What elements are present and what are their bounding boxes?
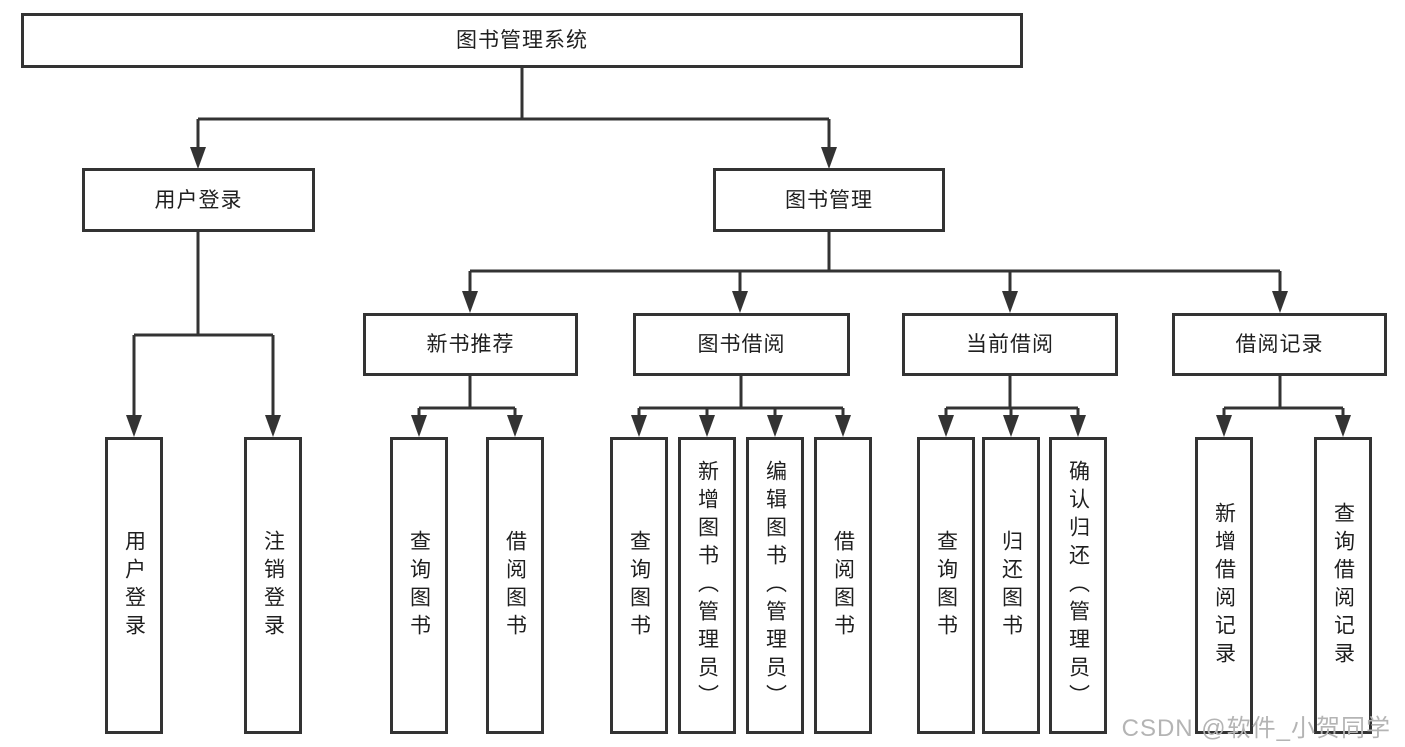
- node-borrowing-records-label: 借阅记录: [1235, 333, 1324, 356]
- leaf-current-query-books-label: 查询图书: [934, 529, 958, 642]
- node-new-book-recommend-label: 新书推荐: [426, 333, 515, 356]
- connector-current-borrowing-to-leaves: [938, 376, 1086, 437]
- leaf-records-add-record: 新增借阅记录: [1195, 437, 1253, 734]
- leaf-current-return-books-label: 归还图书: [999, 529, 1023, 642]
- leaf-borrowing-add-book-admin: 新增图书（管理员）: [678, 437, 736, 734]
- connector-book-management-to-level3: [462, 232, 1288, 313]
- leaf-records-query-record: 查询借阅记录: [1314, 437, 1372, 734]
- leaf-recommend-query-books-label: 查询图书: [407, 529, 431, 642]
- node-root: 图书管理系统: [21, 13, 1023, 68]
- leaf-current-return-books: 归还图书: [982, 437, 1040, 734]
- connector-borrowing-records-to-leaves: [1216, 376, 1351, 437]
- leaf-current-confirm-return-admin-label: 确认归还（管理员）: [1066, 459, 1090, 712]
- leaf-current-query-books: 查询图书: [917, 437, 975, 734]
- leaf-user-login-label: 用户登录: [122, 529, 146, 642]
- connector-book-borrowing-to-leaves: [631, 376, 851, 437]
- leaf-borrowing-borrow-books-label: 借阅图书: [831, 529, 855, 642]
- node-book-management: 图书管理: [713, 168, 945, 232]
- leaf-borrowing-query-books: 查询图书: [610, 437, 668, 734]
- node-book-borrowing-label: 图书借阅: [697, 333, 786, 356]
- leaf-recommend-borrow-books-label: 借阅图书: [503, 529, 527, 642]
- leaf-borrowing-edit-book-admin: 编辑图书（管理员）: [746, 437, 804, 734]
- connector-user-login-to-leaves: [126, 232, 281, 437]
- leaf-logout: 注销登录: [244, 437, 302, 734]
- node-user-login-label: 用户登录: [154, 188, 243, 212]
- node-borrowing-records: 借阅记录: [1172, 313, 1387, 376]
- leaf-borrowing-add-book-admin-label: 新增图书（管理员）: [695, 459, 719, 712]
- leaf-records-query-record-label: 查询借阅记录: [1331, 501, 1355, 670]
- leaf-records-add-record-label: 新增借阅记录: [1212, 501, 1236, 670]
- node-new-book-recommend: 新书推荐: [363, 313, 578, 376]
- node-user-login: 用户登录: [82, 168, 315, 232]
- leaf-current-confirm-return-admin: 确认归还（管理员）: [1049, 437, 1107, 734]
- connector-new-book-recommend-to-leaves: [411, 376, 523, 437]
- node-current-borrowing-label: 当前借阅: [966, 333, 1054, 356]
- leaf-borrowing-query-books-label: 查询图书: [627, 529, 651, 642]
- leaf-logout-label: 注销登录: [261, 529, 285, 642]
- leaf-recommend-borrow-books: 借阅图书: [486, 437, 544, 734]
- leaf-user-login: 用户登录: [105, 437, 163, 734]
- node-book-borrowing: 图书借阅: [633, 313, 850, 376]
- leaf-recommend-query-books: 查询图书: [390, 437, 448, 734]
- node-book-management-label: 图书管理: [785, 188, 873, 212]
- node-current-borrowing: 当前借阅: [902, 313, 1118, 376]
- leaf-borrowing-edit-book-admin-label: 编辑图书（管理员）: [763, 459, 787, 712]
- connector-root-to-level2: [190, 68, 837, 169]
- leaf-borrowing-borrow-books: 借阅图书: [814, 437, 872, 734]
- watermark: CSDN @软件_小贺同学: [1121, 715, 1391, 742]
- node-root-label: 图书管理系统: [456, 29, 588, 52]
